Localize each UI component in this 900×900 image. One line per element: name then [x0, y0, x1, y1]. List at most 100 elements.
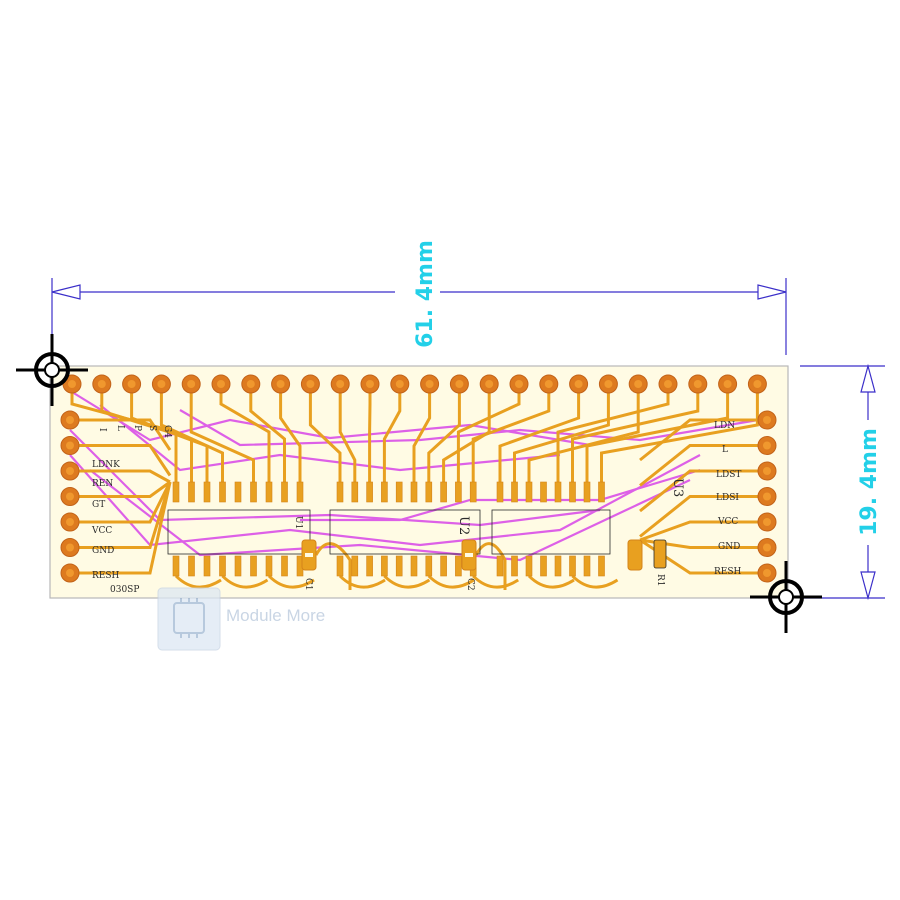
ic-pad — [455, 481, 462, 503]
copper-trace — [427, 392, 461, 482]
copper-trace — [249, 392, 286, 482]
ic-pad — [281, 555, 288, 577]
copper-trace — [79, 481, 172, 524]
copper-trace — [472, 574, 520, 589]
silk-top-left-5: G4 — [162, 425, 172, 438]
copper-trace — [79, 418, 172, 451]
ic-pad — [188, 481, 195, 503]
copper-trace — [130, 392, 209, 482]
ic-pad — [336, 481, 344, 503]
silk-left-label-1: LDNK — [92, 460, 120, 470]
ic-pad — [366, 481, 373, 503]
height-dimension: 19. 4mm — [800, 363, 885, 601]
ic-pad — [469, 481, 477, 503]
copper-trace — [382, 392, 402, 482]
ic-pad — [583, 555, 591, 577]
ic-pad — [188, 555, 195, 577]
copper-trace — [456, 392, 521, 482]
silk-right-label-7: RESH — [714, 567, 742, 577]
silk-left-label-3: GT — [92, 500, 105, 510]
ic-pad — [219, 481, 226, 503]
ic-pad — [410, 555, 418, 577]
ic-pad — [440, 555, 447, 577]
copper-trace — [427, 574, 475, 589]
silk-right-label-1: LDN — [714, 421, 735, 431]
copper-trace — [556, 392, 670, 482]
ic-pads — [172, 481, 605, 577]
ic-pad — [265, 481, 273, 503]
ic-pad — [281, 481, 288, 503]
copper-trace — [639, 444, 758, 487]
copper-trace — [383, 574, 431, 589]
copper-trace — [79, 469, 171, 484]
copper-trace — [498, 392, 581, 482]
ic-pad — [381, 555, 388, 577]
ic-pad — [425, 555, 433, 577]
ic-pad — [496, 481, 504, 503]
silk-left-label-6: RESH — [92, 571, 120, 581]
watermark: Module More — [157, 587, 325, 651]
copper-trace — [221, 574, 269, 589]
ic-pad — [351, 555, 359, 577]
silk-right-label-5: VCC — [717, 517, 738, 527]
silk-right-label-6: GND — [718, 542, 740, 552]
registration-mark-bottom-right — [750, 561, 822, 633]
copper-trace — [279, 392, 302, 482]
width-dimension-label: 61. 4mm — [413, 240, 438, 348]
ic-pad — [395, 481, 403, 503]
copper-trace — [314, 542, 352, 590]
silk-top-left-3: P — [132, 425, 142, 431]
ic-pad — [554, 481, 562, 503]
silk-ic-u1: U1 — [293, 516, 303, 529]
silk-cap-c2: C2 — [465, 578, 475, 591]
ic-pad — [569, 481, 576, 503]
copper-trace — [308, 392, 342, 482]
silkscreen: I L P S G4 LDNK REN GT VCC GND RESH LDN … — [91, 421, 742, 595]
copper-trace — [442, 392, 491, 482]
copper-trace — [527, 574, 575, 589]
pink-trace — [69, 454, 701, 547]
copper-trace — [338, 392, 357, 482]
silk-ic-u2: U2 — [456, 516, 471, 535]
ic-pad — [583, 481, 591, 503]
ic-pad — [540, 481, 547, 503]
width-dimension: 61. 4mm — [51, 240, 787, 372]
ic-u1-body — [167, 509, 311, 555]
copper-trace — [639, 520, 758, 542]
silk-cap-c1: C1 — [303, 578, 313, 591]
chip-icon — [157, 587, 221, 651]
capacitor-c1 — [301, 539, 317, 571]
ic-pad — [598, 555, 605, 577]
silk-ic-u3: U3 — [670, 478, 685, 497]
ic-pad — [203, 481, 211, 503]
pink-trace — [179, 409, 759, 447]
ic-pad — [525, 481, 533, 503]
ic-pad — [511, 555, 518, 577]
silk-left-label-4: VCC — [91, 526, 112, 536]
ic-pad — [296, 481, 304, 503]
silk-right-label-4: LDSI — [716, 493, 739, 503]
ic-pad — [511, 481, 518, 503]
ic-pad — [351, 481, 359, 503]
copper-trace — [267, 574, 315, 589]
ic-pad — [250, 555, 257, 577]
watermark-text: Module More — [226, 606, 325, 625]
copper-trace — [639, 418, 758, 462]
ic-pad — [525, 555, 533, 577]
copper-trace — [513, 392, 610, 482]
capacitor-c2 — [461, 539, 477, 571]
copper-trace — [189, 392, 255, 482]
ic-pad — [172, 481, 180, 503]
silk-board-code: 030SP — [110, 585, 139, 595]
copper-trace — [471, 392, 551, 482]
ic-pad — [440, 481, 447, 503]
ic-pad — [366, 555, 373, 577]
ic-pad — [234, 481, 242, 503]
copper-traces — [70, 392, 759, 590]
ic-pad — [425, 481, 433, 503]
ic-pad — [219, 555, 226, 577]
copper-trace — [79, 444, 172, 477]
ic-pad — [172, 555, 180, 577]
ic-pad — [203, 555, 211, 577]
